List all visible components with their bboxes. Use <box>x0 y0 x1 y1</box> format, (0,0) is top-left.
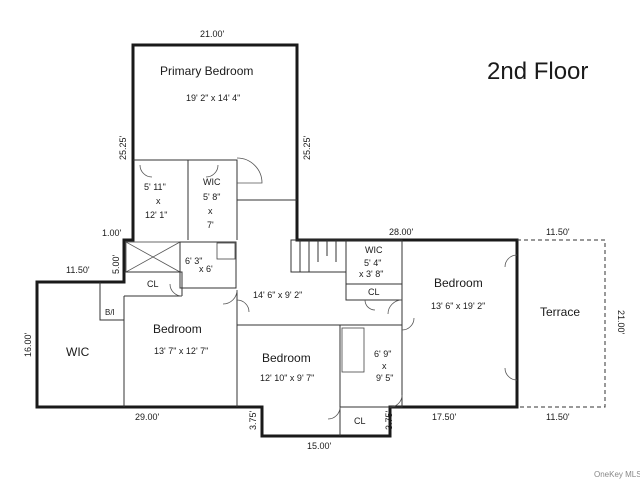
bath-mid-dim-1: 6' 9" <box>374 349 391 359</box>
dim-wic-left: 16.00' <box>23 332 33 357</box>
primary-bedroom-dims: 19' 2" x 14' 4" <box>186 93 240 103</box>
bath-mid-dim-2: x <box>382 361 387 371</box>
room-labels: Primary Bedroom 19' 2" x 14' 4" 5' 11" x… <box>66 64 580 426</box>
hall-bath-dims-2: x 6' <box>199 264 213 274</box>
dim-left-step: 1.00' <box>102 228 122 238</box>
dim-mid-top: 28.00' <box>389 227 414 237</box>
floor-title: 2nd Floor <box>487 58 588 85</box>
watermark: OneKey MLS <box>594 470 640 479</box>
cl-right-name: CL <box>368 287 380 297</box>
dim-terrace-right: 21.00' <box>616 310 626 335</box>
hall-dims: 14' 6" x 9' 2" <box>253 290 302 300</box>
dim-top: 21.00' <box>200 29 225 39</box>
primary-bath-dim-1: 5' 11" <box>144 182 166 192</box>
door-swings <box>139 157 518 420</box>
hall-bath-dims: 6' 3" <box>185 256 202 266</box>
wic-small-dim-1: 5' 4" <box>364 258 381 268</box>
dim-notch-bottom: 15.00' <box>307 441 332 451</box>
dim-notch-left: 3.75' <box>248 410 258 430</box>
primary-bath-dim-2: x <box>156 196 161 206</box>
dim-notch-right: 3.75' <box>384 410 394 430</box>
primary-wic-dim-3: 7' <box>207 220 214 230</box>
dim-bottom-left: 29.00' <box>135 412 160 422</box>
cl-bottom-name: CL <box>354 416 366 426</box>
dimension-labels: 21.00' 25.25' 25.25' 1.00' 5.00' 11.50' … <box>23 29 626 451</box>
bedroom-mid-name: Bedroom <box>262 351 311 365</box>
bedroom-left-name: Bedroom <box>153 322 202 336</box>
terrace-name: Terrace <box>540 305 580 319</box>
primary-bath-dim-3: 12' 1" <box>145 210 167 220</box>
terrace-outline <box>517 239 606 408</box>
bedroom-left-dims: 13' 7" x 12' 7" <box>154 346 208 356</box>
dim-primary-left: 25.25' <box>118 135 128 160</box>
wic-small-name: WIC <box>365 245 383 255</box>
bedroom-mid-dims: 12' 10" x 9' 7" <box>260 373 314 383</box>
wic-left-name: WIC <box>66 345 90 359</box>
dim-left-step-v: 5.00' <box>111 254 121 274</box>
bedroom-right-name: Bedroom <box>434 276 483 290</box>
interior-walls <box>99 159 403 436</box>
primary-wic-dim-1: 5' 8" <box>203 192 220 202</box>
dim-primary-right: 25.25' <box>302 135 312 160</box>
dim-bottom-right: 17.50' <box>432 412 457 422</box>
dim-wic-top: 11.50' <box>66 265 90 275</box>
primary-bedroom-name: Primary Bedroom <box>160 64 253 78</box>
wic-small-dim-2: x 3' 8" <box>359 269 383 279</box>
stairs <box>290 239 347 273</box>
primary-wic-dim-2: x <box>208 206 213 216</box>
bath-mid-dim-3: 9' 5" <box>376 373 393 383</box>
bedroom-right-dims: 13' 6" x 19' 2" <box>431 301 485 311</box>
dim-terrace-bottom: 11.50' <box>546 412 570 422</box>
bi-name: B/I <box>105 308 115 317</box>
dim-terrace-top: 11.50' <box>546 227 570 237</box>
primary-wic-name: WIC <box>203 177 221 187</box>
cl-left-name: CL <box>147 279 159 289</box>
